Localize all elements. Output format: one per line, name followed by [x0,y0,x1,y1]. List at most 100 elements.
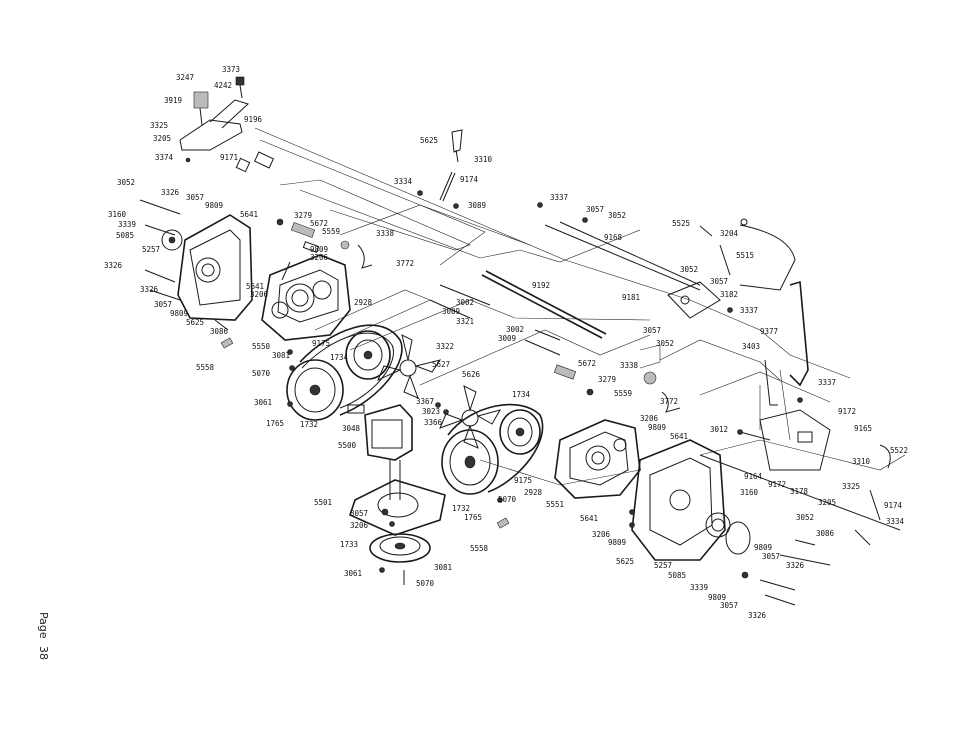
callout: 3339 [118,220,136,229]
right-linkage-handle [667,218,891,546]
callout: 5626 [462,370,481,379]
callout: 5627 [432,360,450,369]
callout: 3052 [796,513,814,522]
callout: 9809 [648,423,666,432]
callout: 3081 [434,563,452,572]
callout: 3048 [342,424,361,433]
shift-lever-center [417,129,463,209]
callout: 5641 [670,432,688,441]
callout: 5625 [616,557,634,566]
page-number-label: Page 38 [34,612,74,672]
callout: 3057 [154,300,172,309]
callout: 3057 [643,326,661,335]
callout: 5501 [314,498,332,507]
callout: 9809 [170,309,188,318]
fan-center [439,385,502,449]
callout: 3160 [108,210,127,219]
callout: 5257 [654,561,672,570]
fasteners [287,202,803,529]
callout: 9196 [244,115,263,124]
callout: 3337 [550,193,568,202]
callout: 3919 [164,96,182,105]
callout: 3310 [474,155,493,164]
callout: 5559 [322,227,340,236]
callout: 9168 [604,233,623,242]
callout: 3205 [153,134,171,143]
callout: 3326 [140,285,159,294]
callout: 1732 [300,420,318,429]
callout: 3279 [598,375,616,384]
callout: 3326 [104,261,123,270]
callout: 2928 [354,298,373,307]
callout: 3052 [680,265,698,274]
callout: 3338 [376,229,395,238]
callout: 3002 [456,298,474,307]
callout: 2928 [524,488,543,497]
callout: 5070 [252,369,271,378]
callout: 3334 [886,517,905,526]
callout: 3057 [720,601,738,610]
callout: 3023 [422,407,440,416]
callout: 1732 [452,504,470,513]
center-gearbox [347,404,413,500]
callout: 3337 [740,306,758,315]
callout: 9164 [744,472,763,481]
callout: 3086 [816,529,835,538]
callout: 3338 [620,361,639,370]
callout: 9809 [754,543,772,552]
callout: 9174 [884,501,903,510]
callout: 3052 [656,339,674,348]
callout: 9171 [220,153,238,162]
callout: 9809 [608,538,626,547]
callout: 3205 [818,498,836,507]
callout: 3334 [394,177,413,186]
callout: 9172 [838,407,856,416]
callout: 3009 [442,307,460,316]
callout: 3321 [456,317,474,326]
callout: 3206 [310,253,329,262]
callout: 9377 [760,327,778,336]
callout: 3374 [155,153,174,162]
callout: 5559 [614,389,632,398]
callout: 3052 [117,178,135,187]
callout: 5641 [580,514,598,523]
page-word: Page [37,612,50,639]
callout: 3178 [790,487,809,496]
callout: 3279 [294,211,312,220]
lower-plate-pulley [349,479,446,585]
callout: 5672 [578,359,596,368]
callout: 3772 [660,397,678,406]
callout: 3373 [222,65,240,74]
callout: 5070 [416,579,435,588]
callout: 3366 [424,418,443,427]
callout: 3012 [710,425,728,434]
fan-left [377,334,442,399]
callout: 9174 [460,175,479,184]
callout: 3089 [468,201,486,210]
callout: 3052 [608,211,626,220]
callout: 5672 [310,219,328,228]
shafts-and-rods [429,221,901,531]
callout: 3322 [436,342,454,351]
center-belt-pulleys [439,385,544,495]
callout: 9172 [768,480,786,489]
callout: 3326 [786,561,805,570]
left-belt-pulleys [286,324,442,421]
callout: 3057 [710,277,728,286]
callout: 3061 [344,569,362,578]
callout: 3337 [818,378,836,387]
callout: 9809 [205,201,223,210]
callout: 3772 [396,259,414,268]
callout: 5525 [672,219,690,228]
callout: 5625 [420,136,438,145]
callout: 5500 [338,441,357,450]
callout: 9175 [514,476,532,485]
callout: 9192 [532,281,550,290]
callout: 3057 [586,205,604,214]
callout: 5551 [546,500,564,509]
callout: 9809 [708,593,726,602]
callout: 5625 [186,318,204,327]
callout: 3086 [210,327,229,336]
callout: 3206 [592,530,611,539]
